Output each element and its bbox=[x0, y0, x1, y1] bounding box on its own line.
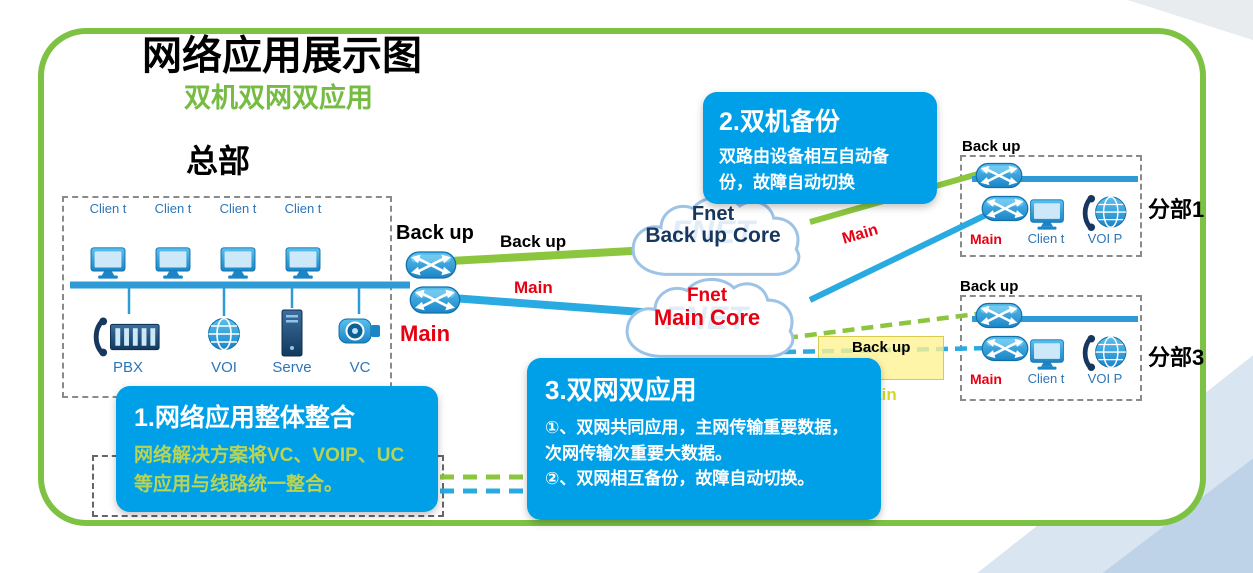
headquarters-label: 总部 bbox=[186, 143, 251, 179]
branch1-main-label: Main bbox=[970, 231, 1002, 247]
callout2-body: 双路由设备相互自动备份，故障自动切换 bbox=[719, 147, 889, 192]
callout3-title: 3.双网双应用 bbox=[545, 375, 697, 405]
main-link-label: Main bbox=[514, 278, 553, 297]
main-cloud-line2: Main Core bbox=[653, 305, 761, 330]
callout2-title: 2.双机备份 bbox=[719, 108, 840, 136]
client-monitor-icon bbox=[88, 246, 128, 280]
main-cloud-line1: Fnet bbox=[686, 285, 728, 306]
client-monitor-icon bbox=[283, 246, 323, 280]
client-label: Clien t bbox=[154, 201, 192, 216]
branch3-backup-label: Back up bbox=[960, 278, 1019, 295]
branch3-client-monitor-icon bbox=[1028, 338, 1066, 371]
branch1-voip-label: VOI P bbox=[1087, 231, 1123, 246]
branch3-voip-label: VOI P bbox=[1087, 371, 1123, 386]
hq-main-label: Main bbox=[400, 321, 451, 346]
server-label: Serve bbox=[272, 359, 312, 376]
callout3-body2: ②、双网相互备份，故障自动切换。 bbox=[545, 469, 815, 488]
callout-dual-network-apps: 3.双网双应用 ①、双网共同应用，主网传输重要数据，次网传输次重要大数据。 ②、… bbox=[527, 358, 881, 520]
callout1-body: 网络解决方案将VC、VOIP、UC等应用与线路统一整合。 bbox=[134, 445, 405, 495]
branch1-backup-label: Back up bbox=[962, 138, 1021, 155]
voip-label: VOI bbox=[211, 359, 237, 376]
branch1-client-monitor-icon bbox=[1028, 198, 1066, 231]
server-icon bbox=[279, 308, 305, 358]
branch3-voip-phone-icon bbox=[1082, 334, 1130, 372]
highlight-backup-label: Back up bbox=[852, 339, 911, 356]
backup-cloud-line1: Fnet bbox=[691, 203, 735, 225]
main-cloud-watermark: FNET bbox=[664, 300, 748, 336]
branch3-backup-router-icon bbox=[975, 299, 1023, 332]
page-title: 网络应用展示图 bbox=[142, 34, 422, 78]
backup-cloud-line2: Back up Core bbox=[645, 224, 781, 247]
branch1-name: 分部1 bbox=[1148, 197, 1205, 222]
hq-main-router-icon bbox=[409, 282, 461, 318]
branch1-backup-router-icon bbox=[975, 159, 1023, 192]
hq-backup-label: Back up bbox=[396, 222, 474, 244]
branch1-voip-phone-icon bbox=[1082, 194, 1130, 232]
branch3-main-router-icon bbox=[981, 332, 1029, 365]
branch1-main-router-icon bbox=[981, 192, 1029, 225]
pbx-label: PBX bbox=[112, 359, 143, 376]
callout-network-integration: 1.网络应用整体整合 网络解决方案将VC、VOIP、UC等应用与线路统一整合。 bbox=[116, 386, 438, 512]
branch3-main-label: Main bbox=[970, 371, 1002, 387]
client-monitor-icon bbox=[218, 246, 258, 280]
branch3-client-label: Clien t bbox=[1027, 371, 1065, 386]
vc-label: VC bbox=[349, 359, 371, 376]
vc-camera-icon bbox=[337, 314, 383, 348]
client-label: Clien t bbox=[284, 201, 322, 216]
callout1-title: 1.网络应用整体整合 bbox=[134, 404, 355, 432]
branch3-name: 分部3 bbox=[1148, 345, 1205, 370]
client-monitor-icon bbox=[153, 246, 193, 280]
pbx-icon bbox=[93, 314, 163, 358]
hq-backup-router-icon bbox=[405, 247, 457, 283]
callout3-body1: ①、双网共同应用，主网传输重要数据，次网传输次重要大数据。 bbox=[545, 418, 849, 463]
page-subtitle: 双机双网双应用 bbox=[184, 83, 373, 113]
backup-link-label: Back up bbox=[500, 232, 567, 251]
callout-dual-router-backup: 2.双机备份 双路由设备相互自动备份，故障自动切换 bbox=[703, 92, 937, 204]
branch1-client-label: Clien t bbox=[1027, 231, 1065, 246]
backup-cloud-watermark: FNET bbox=[671, 214, 755, 250]
client-label: Clien t bbox=[89, 201, 127, 216]
client-label: Clien t bbox=[219, 201, 257, 216]
voip-globe-icon bbox=[206, 316, 242, 352]
